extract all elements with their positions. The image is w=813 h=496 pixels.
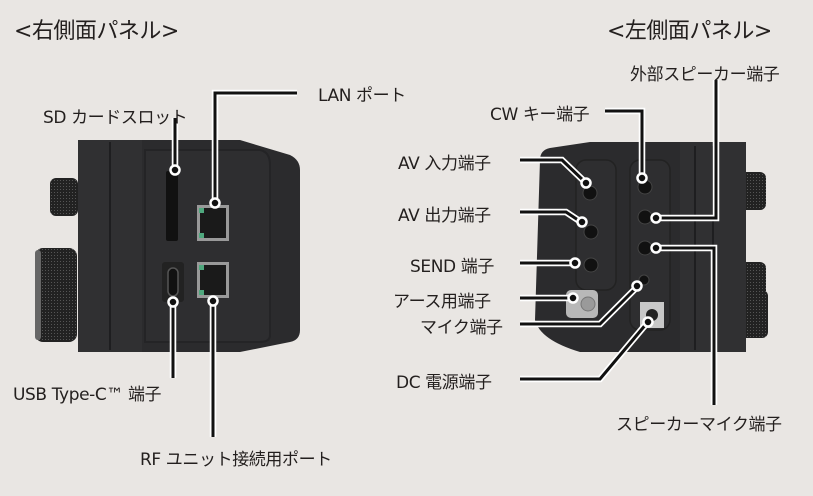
right-panel-title: <右側面パネル> bbox=[14, 19, 179, 44]
label-dc-power: DC 電源端子 bbox=[396, 373, 492, 393]
label-send: SEND 端子 bbox=[410, 257, 494, 277]
label-usb-type-c: USB Type-C™ 端子 bbox=[13, 385, 162, 405]
speaker-mic-jack bbox=[637, 240, 653, 256]
label-ground: アース用端子 bbox=[393, 292, 491, 312]
label-lan-port: LAN ポート bbox=[318, 86, 406, 106]
right-side-device bbox=[35, 140, 300, 352]
label-cw-key: CW キー端子 bbox=[490, 105, 590, 125]
rf-unit-port bbox=[197, 262, 229, 298]
send-jack bbox=[583, 257, 599, 273]
main-dial bbox=[35, 248, 77, 342]
leader-lines bbox=[167, 80, 720, 437]
label-mic: マイク端子 bbox=[420, 318, 503, 338]
label-rf-unit-port: RF ユニット接続用ポート bbox=[140, 450, 332, 470]
ext-speaker-jack bbox=[637, 209, 653, 225]
label-av-in: AV 入力端子 bbox=[398, 154, 491, 174]
small-knob bbox=[50, 178, 78, 216]
usb-c-port bbox=[167, 267, 179, 297]
av-out-jack bbox=[583, 224, 599, 240]
left-panel-title: <左側面パネル> bbox=[607, 19, 772, 44]
lan-port bbox=[197, 205, 229, 241]
sd-card-slot bbox=[166, 171, 178, 241]
label-ext-speaker: 外部スピーカー端子 bbox=[630, 65, 780, 85]
label-speaker-mic: スピーカーマイク端子 bbox=[616, 415, 782, 435]
label-av-out: AV 出力端子 bbox=[398, 206, 491, 226]
label-sd-card-slot: SD カードスロット bbox=[43, 108, 188, 128]
